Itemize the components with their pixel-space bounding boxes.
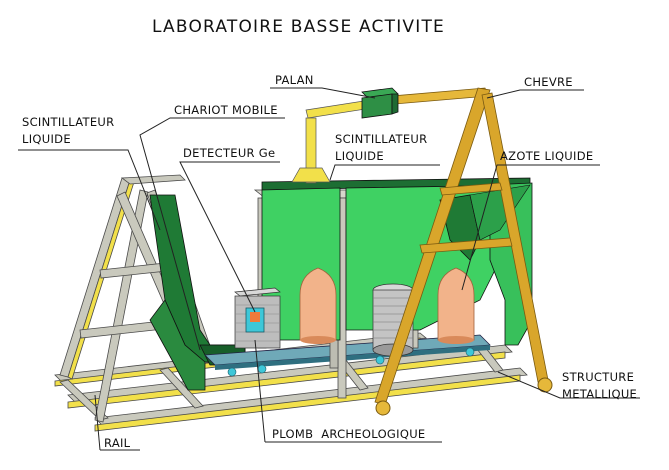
labels: PALAN CHEVRE CHARIOT MOBILE SCINTILLATEU…	[22, 73, 637, 450]
label-scintillateur-center-line2: LIQUIDE	[335, 149, 384, 163]
copper-detectors	[299, 267, 475, 344]
label-chariot-mobile: CHARIOT MOBILE	[174, 103, 278, 117]
diagram-title: LABORATOIRE BASSE ACTIVITE	[152, 17, 445, 37]
germanium-detector	[250, 312, 260, 322]
label-chevre: CHEVRE	[524, 75, 573, 89]
hoist-palan	[361, 87, 399, 119]
label-scintillateur-left-line1: SCINTILLATEUR	[22, 115, 114, 129]
label-scintillateur-center-line1: SCINTILLATEUR	[335, 132, 427, 146]
label-plomb-archeologique: PLOMB ARCHEOLOGIQUE	[272, 427, 425, 441]
label-rail: RAIL	[104, 436, 131, 450]
label-detecteur-ge: DETECTEUR Ge	[183, 146, 275, 160]
archaeological-lead-shield	[234, 287, 281, 349]
hoist-column	[291, 99, 373, 184]
label-palan: PALAN	[275, 73, 314, 87]
label-azote-liquide: AZOTE LIQUIDE	[500, 149, 593, 163]
label-metallique: METALLIQUE	[562, 387, 637, 401]
label-scintillateur-left-line2: LIQUIDE	[22, 132, 71, 146]
label-structure: STRUCTURE	[562, 370, 634, 384]
leader-lines	[18, 87, 640, 451]
